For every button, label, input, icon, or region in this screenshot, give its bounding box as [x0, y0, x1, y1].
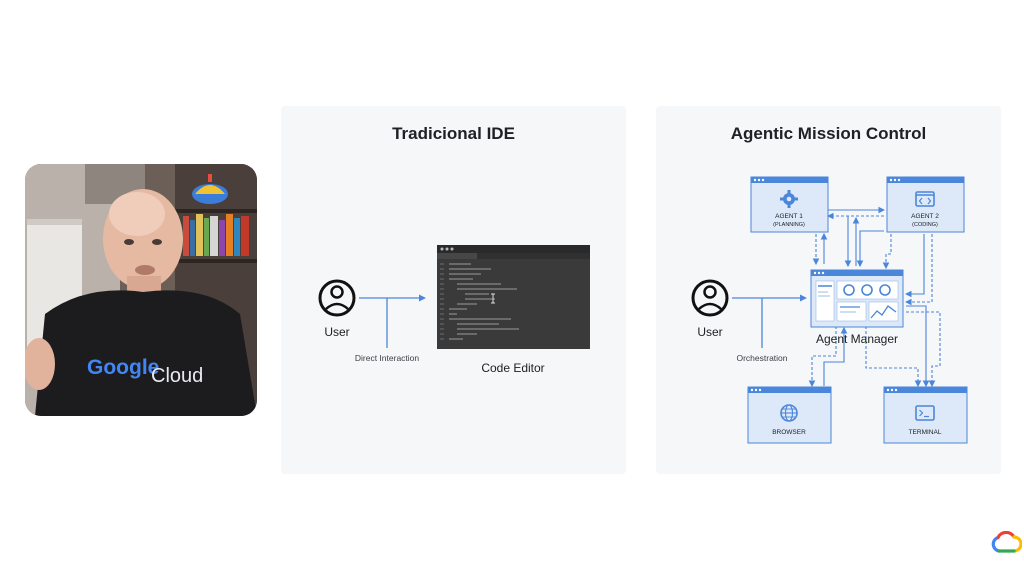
- user-icon: [691, 279, 729, 317]
- agent-connectors: [808, 206, 941, 388]
- agentic-mission-control-title: Agentic Mission Control: [730, 124, 927, 143]
- presenter-video: Google Cloud: [25, 164, 257, 416]
- code-editor-label: Code Editor: [481, 361, 544, 375]
- user-label: User: [697, 325, 722, 339]
- gear-icon: [780, 190, 798, 208]
- shirt-text-cloud: Cloud: [151, 365, 203, 387]
- agentic-mission-control-diagram: User Orchestration: [691, 176, 968, 444]
- agent-manager-box: [810, 269, 904, 328]
- traditional-ide-diagram: User Direct Interaction: [318, 245, 590, 375]
- code-editor-window: [437, 245, 590, 349]
- shirt-text-google: Google: [87, 356, 159, 379]
- agent-1-sublabel: (PLANNING): [773, 222, 805, 228]
- browser-label: BROWSER: [772, 429, 806, 436]
- terminal-label: TERMINAL: [909, 429, 942, 436]
- terminal-icon: [915, 405, 935, 421]
- presenter-image: Google Cloud: [25, 164, 257, 416]
- direct-interaction-connector: [359, 294, 426, 348]
- agent-2-label: AGENT 2: [911, 213, 939, 220]
- dashboard-icon: [815, 280, 899, 322]
- direct-interaction-label: Direct Interaction: [355, 353, 420, 363]
- orchestration-connector: [732, 294, 807, 348]
- agent-1-label: AGENT 1: [775, 213, 803, 220]
- text-cursor-icon: [491, 293, 495, 304]
- agent-manager-label: Agent Manager: [816, 332, 898, 346]
- browser-box: BROWSER: [747, 386, 832, 444]
- code-window-icon: [915, 191, 935, 207]
- user-label: User: [324, 325, 349, 339]
- agent-2-coding-box: AGENT 2 (CODING): [886, 176, 965, 233]
- google-cloud-logo-icon: [990, 530, 1023, 555]
- orchestration-label: Orchestration: [736, 353, 787, 363]
- traditional-ide-panel: Tradicional IDE User Direct Interaction: [281, 106, 626, 474]
- user-icon: [318, 279, 356, 317]
- agent-1-planning-box: AGENT 1 (PLANNING): [750, 176, 829, 233]
- traditional-ide-title: Tradicional IDE: [392, 124, 515, 143]
- agentic-mission-control-panel: Agentic Mission Control User Orchestrati…: [656, 106, 1001, 474]
- agent-2-sublabel: (CODING): [912, 222, 938, 228]
- terminal-box: TERMINAL: [883, 386, 968, 444]
- globe-icon: [780, 404, 798, 422]
